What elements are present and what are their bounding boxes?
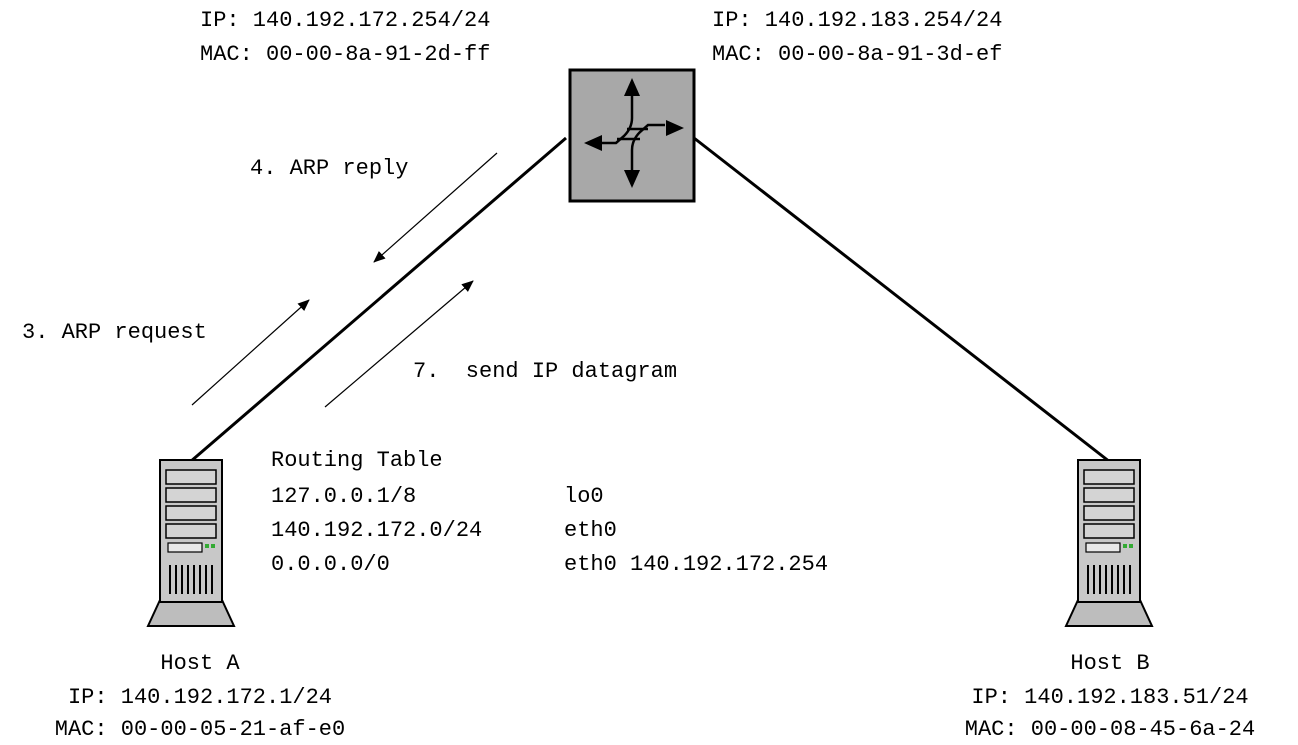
routing-table-dest-2: 0.0.0.0/0 (271, 552, 390, 577)
host-a-server-icon (146, 459, 236, 627)
arp-reply-arrow (373, 152, 498, 263)
routing-table-dest-1: 140.192.172.0/24 (271, 518, 483, 543)
step-send-ip-label: 7. send IP datagram (413, 359, 678, 384)
host-b-ip: IP: 140.192.183.51/24 (971, 685, 1249, 710)
send-ip-datagram-arrow (324, 280, 474, 408)
router-right-ip: IP: 140.192.183.254/24 (712, 8, 1003, 33)
host-b-mac: MAC: 00-00-08-45-6a-24 (964, 717, 1256, 742)
routing-table-iface-2: eth0 140.192.172.254 (564, 552, 829, 577)
step-arp-request-label: 3. ARP request (22, 320, 207, 345)
router-left-ip: IP: 140.192.172.254/24 (200, 8, 491, 33)
host-b-name: Host B (1070, 651, 1150, 676)
host-a-mac: MAC: 00-00-05-21-af-e0 (54, 717, 346, 742)
routing-table-dest-0: 127.0.0.1/8 (271, 484, 417, 509)
routing-table-title: Routing Table (271, 448, 443, 473)
routing-table-iface-1: eth0 (564, 518, 617, 543)
router-icon (568, 68, 696, 203)
host-b-server-icon (1064, 459, 1154, 627)
router-left-mac: MAC: 00-00-8a-91-2d-ff (200, 42, 491, 67)
step-arp-reply-label: 4. ARP reply (250, 156, 409, 181)
arp-request-arrow (191, 299, 310, 406)
link-host-a-router (189, 136, 567, 464)
host-a-name: Host A (160, 651, 240, 676)
routing-table-iface-0: lo0 (564, 484, 604, 509)
link-router-host-b (693, 136, 1111, 464)
host-a-ip: IP: 140.192.172.1/24 (67, 685, 333, 710)
router-right-mac: MAC: 00-00-8a-91-3d-ef (712, 42, 1003, 67)
